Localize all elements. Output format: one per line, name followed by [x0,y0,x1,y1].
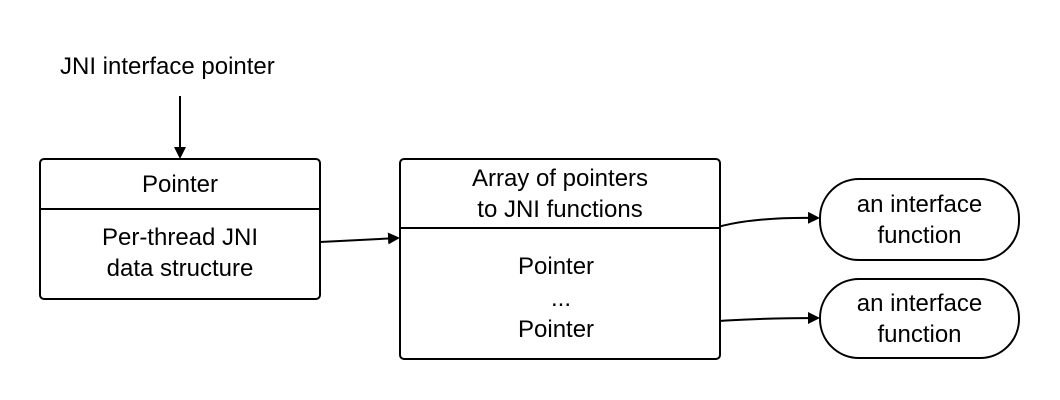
function-array-header-line: to JNI functions [477,195,643,223]
pointer-box: Pointer Per-thread JNI data structure [39,158,321,300]
interface-function-line: an interface [856,289,983,317]
pointer-box-body: Per-thread JNI data structure [41,208,319,298]
function-array-entry: Pointer [518,316,595,343]
interface-function-node: an interface function [819,178,1020,261]
interface-function-line: an interface [856,190,983,218]
interface-function-line: function [877,320,962,348]
interface-function-line: function [877,221,962,249]
pointer-box-header: Pointer [41,160,319,210]
function-array-header-line: Array of pointers [471,164,649,192]
arrow-left-to-middle [319,232,400,245]
function-array-entry: Pointer [518,253,595,280]
function-array-ellipsis: ... [551,285,572,312]
interface-function-node: an interface function [819,278,1020,359]
function-array-header: Array of pointers to JNI functions [401,160,719,229]
pointer-box-body-line: Per-thread JNI [101,224,259,251]
jni-interface-pointer-label: JNI interface pointer [60,53,275,80]
pointer-box-body-line: data structure [106,255,254,282]
function-array-box: Array of pointers to JNI functions Point… [399,158,721,360]
